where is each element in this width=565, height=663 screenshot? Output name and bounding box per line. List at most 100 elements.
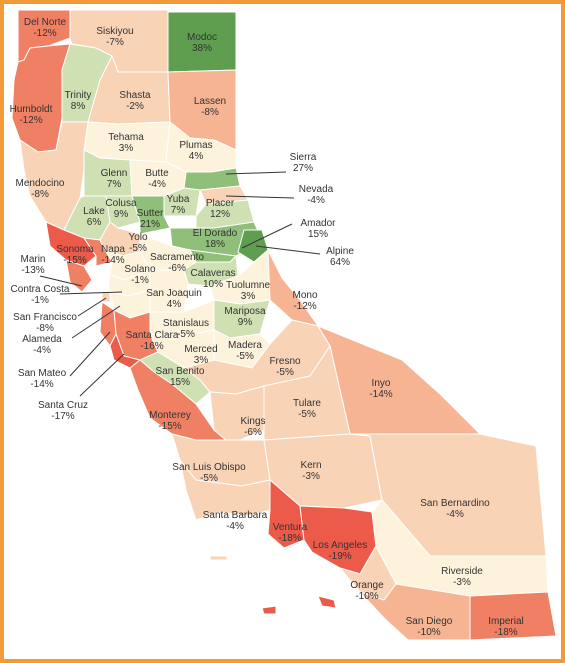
county-name-san-francisco: San Francisco	[13, 312, 77, 323]
county-label-los-angeles: Los Angeles-19%	[313, 540, 368, 562]
county-name-sierra: Sierra	[290, 152, 317, 163]
county-value-alpine: 64%	[330, 257, 350, 268]
county-name-nevada: Nevada	[299, 184, 334, 195]
county-name-san-luis-obispo: San Luis Obispo	[172, 462, 246, 473]
county-label-napa: Napa-14%	[101, 244, 125, 266]
county-value-napa: -14%	[101, 255, 124, 266]
county-value-kern: -3%	[302, 471, 320, 482]
county-value-santa-clara: -16%	[140, 341, 163, 352]
county-name-modoc: Modoc	[187, 32, 217, 43]
county-label-sacramento: Sacramento-6%	[150, 252, 204, 274]
county-name-sacramento: Sacramento	[150, 252, 204, 263]
county-name-madera: Madera	[228, 340, 262, 351]
county-value-fresno: -5%	[276, 367, 294, 378]
county-name-mariposa: Mariposa	[224, 306, 266, 317]
county-value-stanislaus: -5%	[177, 329, 195, 340]
county-label-fresno: Fresno-5%	[269, 356, 301, 378]
county-name-tehama: Tehama	[108, 132, 144, 143]
county-name-shasta: Shasta	[119, 90, 151, 101]
county-name-yuba: Yuba	[167, 194, 190, 205]
county-value-ventura: -18%	[278, 533, 301, 544]
county-value-tulare: -5%	[298, 409, 316, 420]
county-region-santa-barbara[interactable]	[179, 459, 271, 521]
county-name-alameda: Alameda	[22, 334, 62, 345]
county-value-alameda: -4%	[33, 345, 51, 356]
county-label-marin: Marin-13%	[20, 254, 45, 276]
county-name-contra-costa: Contra Costa	[11, 284, 70, 295]
county-value-santa-barbara: -4%	[226, 521, 244, 532]
county-name-solano: Solano	[124, 264, 156, 275]
county-name-inyo: Inyo	[372, 378, 391, 389]
county-region-san-francisco[interactable]	[101, 291, 111, 303]
county-label-sonoma: Sonoma-15%	[56, 244, 94, 266]
county-name-merced: Merced	[184, 344, 217, 355]
county-name-riverside: Riverside	[441, 566, 483, 577]
county-label-mono: Mono-12%	[292, 290, 317, 312]
county-value-sutter: 21%	[140, 219, 160, 230]
county-value-el-dorado: 18%	[205, 239, 225, 250]
county-name-kern: Kern	[300, 460, 321, 471]
county-label-orange: Orange-10%	[350, 580, 384, 602]
county-label-ventura: Ventura-18%	[273, 522, 308, 544]
county-name-mendocino: Mendocino	[16, 178, 65, 189]
county-value-sierra: 27%	[293, 163, 313, 174]
county-region-sonoma[interactable]	[45, 221, 97, 267]
county-region-colusa[interactable]	[105, 195, 141, 229]
county-value-los-angeles: -19%	[328, 551, 351, 562]
county-name-fresno: Fresno	[269, 356, 301, 367]
county-name-monterey: Monterey	[149, 410, 191, 421]
county-value-solano: -1%	[131, 275, 149, 286]
county-value-lassen: -8%	[201, 107, 219, 118]
county-name-trinity: Trinity	[65, 90, 92, 101]
county-label-madera: Madera-5%	[228, 340, 262, 362]
county-value-san-mateo: -14%	[30, 379, 53, 390]
county-label-solano: Solano-1%	[124, 264, 156, 286]
county-value-nevada: -4%	[307, 195, 325, 206]
county-label-alameda: Alameda-4%	[22, 334, 62, 356]
county-value-monterey: -15%	[158, 421, 181, 432]
county-region-tulare[interactable]	[263, 344, 351, 441]
county-value-siskiyou: -7%	[106, 37, 124, 48]
county-name-placer: Placer	[206, 198, 235, 209]
county-value-mariposa: 9%	[238, 317, 253, 328]
county-region-kings[interactable]	[209, 385, 265, 441]
county-name-tuolumne: Tuolumne	[226, 280, 271, 291]
county-name-mono: Mono	[292, 290, 317, 301]
county-value-sacramento: -6%	[168, 263, 186, 274]
county-name-napa: Napa	[101, 244, 125, 255]
county-label-humboldt: Humboldt-12%	[10, 104, 53, 126]
county-label-tulare: Tulare-5%	[293, 398, 321, 420]
county-value-shasta: -2%	[126, 101, 144, 112]
county-value-san-benito: 15%	[170, 377, 190, 388]
county-value-del-norte: -12%	[33, 28, 56, 39]
county-region-calaveras[interactable]	[183, 254, 239, 287]
county-value-merced: 3%	[194, 355, 209, 366]
county-value-humboldt: -12%	[19, 115, 42, 126]
county-name-tulare: Tulare	[293, 398, 321, 409]
county-value-riverside: -3%	[453, 577, 471, 588]
county-value-orange: -10%	[355, 591, 378, 602]
county-name-orange: Orange	[350, 580, 384, 591]
county-name-san-mateo: San Mateo	[18, 368, 67, 379]
county-value-contra-costa: -1%	[31, 295, 49, 306]
county-region-mono[interactable]	[267, 249, 320, 327]
county-value-mendocino: -8%	[31, 189, 49, 200]
county-name-san-diego: San Diego	[406, 616, 453, 627]
county-value-santa-cruz: -17%	[51, 411, 74, 422]
county-value-trinity: 8%	[71, 101, 86, 112]
county-name-siskiyou: Siskiyou	[96, 26, 133, 37]
county-label-san-francisco: San Francisco-8%	[13, 312, 77, 334]
county-name-santa-clara: Santa Clara	[126, 330, 179, 341]
county-region-imperial[interactable]	[469, 591, 557, 641]
county-label-inyo: Inyo-14%	[369, 378, 392, 400]
county-name-kings: Kings	[240, 416, 265, 427]
county-name-san-joaquin: San Joaquin	[146, 288, 202, 299]
